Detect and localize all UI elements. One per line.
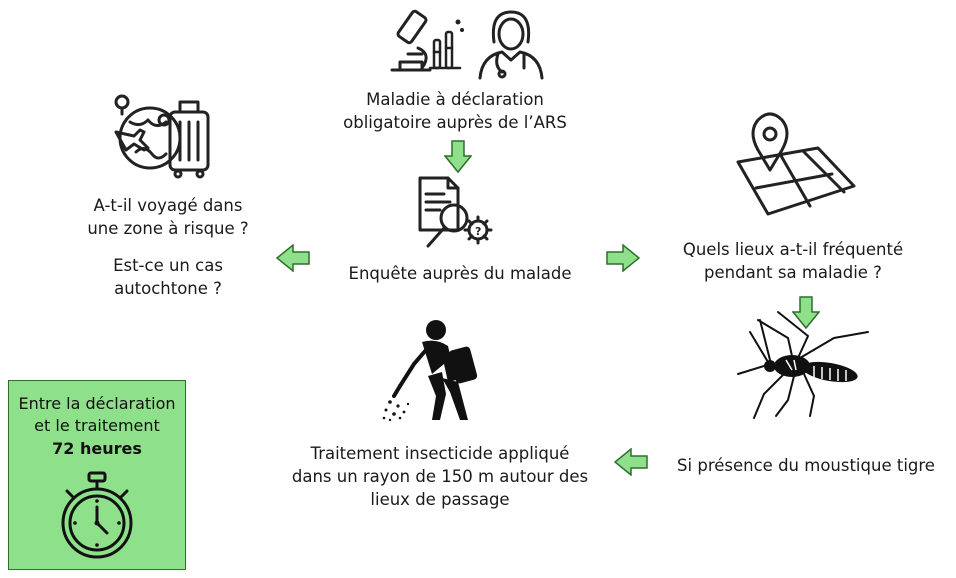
- suitcase-icon: [168, 100, 210, 179]
- timer-line-2: et le traitement: [34, 416, 160, 435]
- arrow-down-declaration: [444, 140, 472, 174]
- declaration-label: Maladie à déclaration obligatoire auprès…: [343, 90, 567, 132]
- arrow-down-lieux: [792, 296, 820, 330]
- timer-box: Entre la déclaration et le traitement 72…: [8, 380, 186, 570]
- map-pin-icon: [736, 112, 856, 216]
- arrow-left-voyage: [276, 244, 310, 272]
- voyage-label: A-t-il voyagé dans une zone à risque ?: [87, 196, 249, 238]
- lieux-label: Quels lieux a-t-il fréquenté pendant sa …: [682, 240, 904, 282]
- arrow-left-traitement: [614, 448, 648, 476]
- document-search-icon: ?: [418, 176, 493, 248]
- timer-line-1: Entre la déclaration: [18, 394, 176, 413]
- enquete-label: Enquête auprès du malade: [348, 264, 572, 283]
- traitement-label: Traitement insecticide appliqué dans un …: [291, 444, 589, 509]
- sprayer-worker-icon: [382, 320, 478, 422]
- autochtone-label: Est-ce un cas autochtone ?: [113, 256, 223, 298]
- stopwatch-icon: [61, 471, 133, 559]
- doctor-icon: [478, 10, 544, 80]
- arrow-right-lieux: [606, 244, 640, 272]
- moustique-label: Si présence du moustique tigre: [677, 456, 935, 475]
- svg-text:?: ?: [475, 225, 481, 238]
- mosquito-icon: [737, 311, 869, 419]
- microscope-icon: [390, 9, 464, 72]
- timer-line-3: 72 heures: [52, 439, 142, 458]
